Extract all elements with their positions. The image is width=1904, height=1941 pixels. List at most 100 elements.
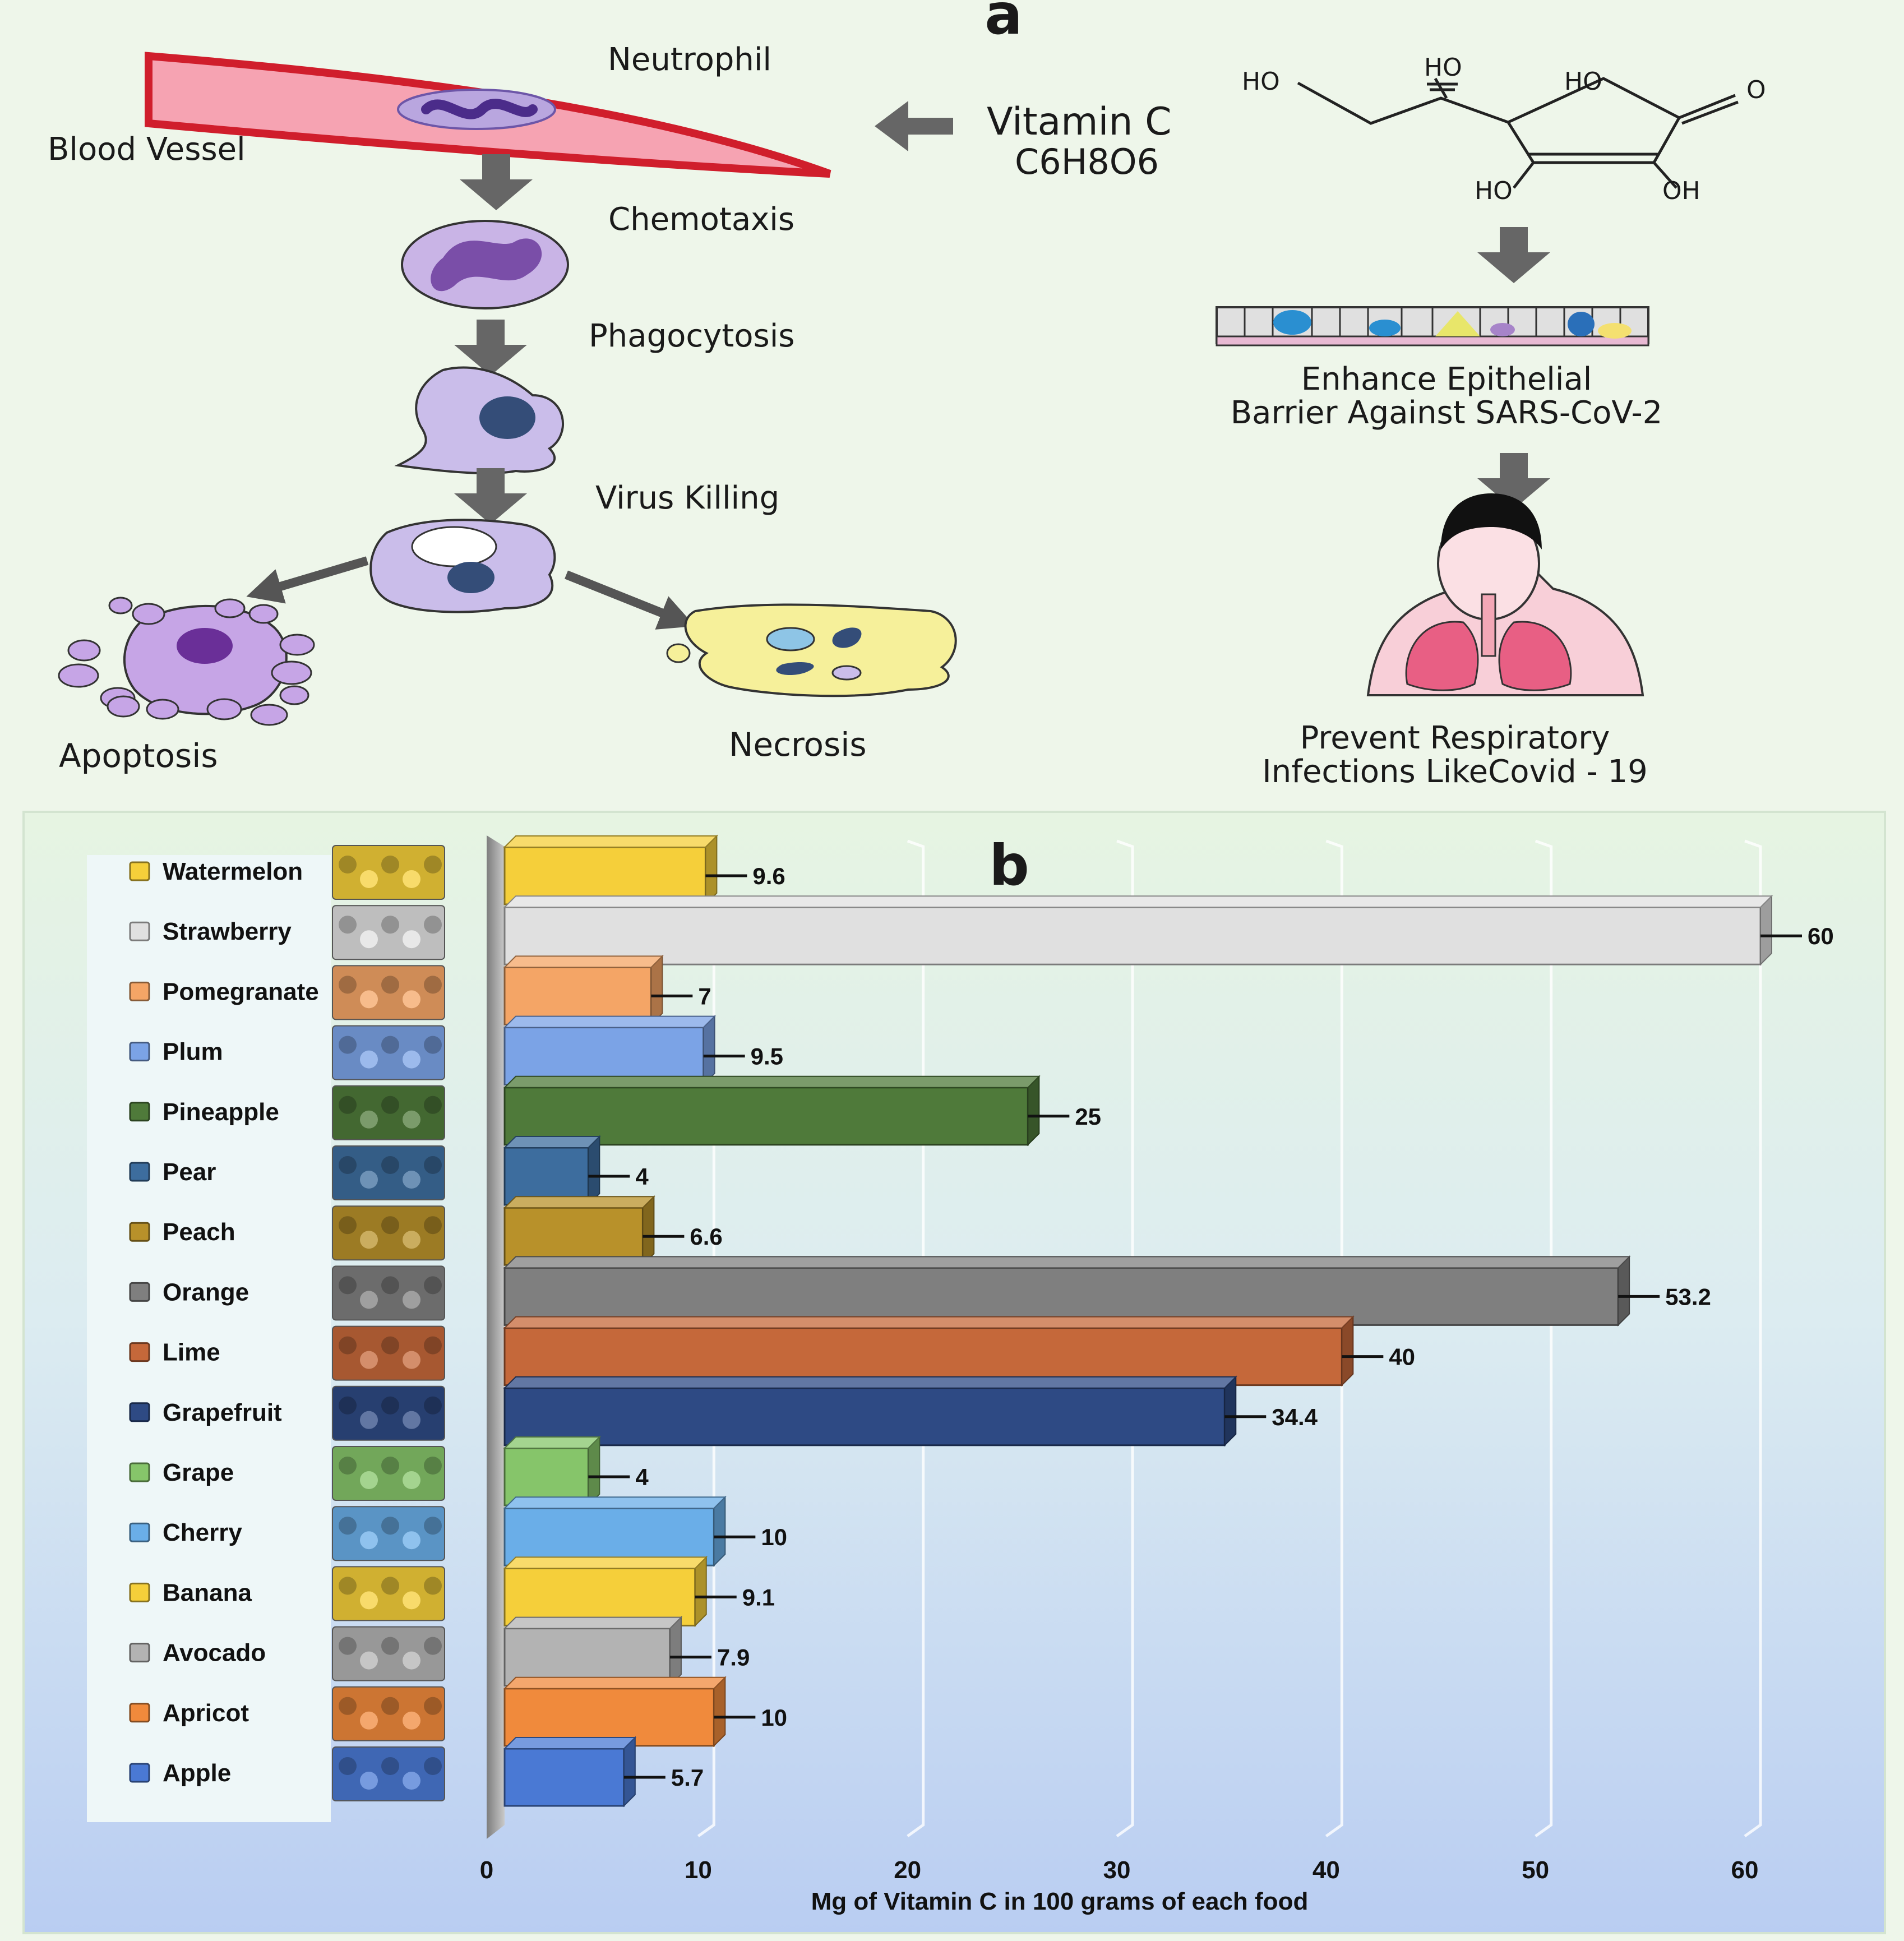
chart-legend: WatermelonStrawberryPomegranatePlumPinea… bbox=[129, 845, 445, 1801]
fruit-photo-detail bbox=[381, 1637, 399, 1655]
fruit-photo-detail bbox=[339, 1336, 357, 1355]
bar-orange: 53.2 bbox=[503, 1255, 1711, 1327]
bar-top bbox=[503, 1616, 683, 1629]
bar-value-label: 34.4 bbox=[1272, 1404, 1318, 1430]
legend-swatch bbox=[129, 1643, 150, 1663]
legend-swatch bbox=[129, 1162, 150, 1182]
fruit-photo-detail bbox=[339, 1697, 357, 1715]
fruit-photo-detail bbox=[381, 1577, 399, 1595]
fruit-photo-detail bbox=[339, 1637, 357, 1655]
bar-peach: 6.6 bbox=[503, 1195, 723, 1267]
bar-top bbox=[503, 1136, 601, 1148]
legend-item-orange: Orange bbox=[129, 1265, 445, 1321]
fruit-photo-detail bbox=[339, 976, 357, 994]
legend-swatch bbox=[129, 1582, 150, 1602]
fruit-photo-detail bbox=[381, 1396, 399, 1415]
legend-label: Pear bbox=[163, 1158, 216, 1186]
panel-a-label: a bbox=[985, 0, 1022, 47]
fruit-photo-detail bbox=[360, 1531, 378, 1550]
fruit-photo-detail bbox=[424, 1036, 442, 1054]
fruit-photo-detail bbox=[360, 1711, 378, 1730]
fruit-photo-detail bbox=[381, 1457, 399, 1475]
bar-apple: 5.7 bbox=[503, 1736, 704, 1808]
bar-top bbox=[503, 1256, 1631, 1269]
necrosis-cell bbox=[666, 603, 957, 697]
legend-item-pomegranate: Pomegranate bbox=[129, 965, 445, 1020]
legend-panel bbox=[87, 855, 331, 1822]
x-tick-label: 40 bbox=[1313, 1856, 1340, 1884]
bar-top bbox=[503, 1015, 717, 1028]
bar-value-label: 7 bbox=[698, 983, 711, 1009]
gridline bbox=[1535, 839, 1553, 1838]
panel-a: a Neutrophil Blood Vessel Chemotaxis Pha… bbox=[0, 0, 1904, 802]
fruit-photo-detail bbox=[381, 856, 399, 874]
fruit-photo-detail bbox=[424, 1096, 442, 1114]
legend-swatch bbox=[129, 981, 150, 1001]
x-axis-label: Mg of Vitamin C in 100 grams of each foo… bbox=[811, 1888, 1309, 1915]
bar-front bbox=[503, 1748, 625, 1807]
svg-text:O: O bbox=[1746, 76, 1766, 104]
fruit-photo-detail bbox=[424, 1757, 442, 1775]
bar-top bbox=[503, 1676, 727, 1689]
legend-label: Strawberry bbox=[163, 918, 292, 945]
fruit-photo-detail bbox=[381, 1517, 399, 1535]
legend-label: Banana bbox=[163, 1579, 252, 1606]
bar-value-label: 25 bbox=[1075, 1103, 1101, 1130]
svg-text:HO: HO bbox=[1424, 53, 1462, 82]
legend-item-apricot: Apricot bbox=[129, 1686, 445, 1741]
virus-killing-cell bbox=[369, 519, 556, 613]
epithelial-barrier-illustration bbox=[1216, 306, 1649, 346]
bar-front bbox=[503, 1447, 589, 1506]
legend-label: Grape bbox=[163, 1459, 234, 1486]
x-tick-label: 0 bbox=[480, 1856, 493, 1884]
fruit-photo-detail bbox=[339, 916, 357, 934]
legend-label: Grapefruit bbox=[163, 1399, 282, 1426]
bar-cherry: 10 bbox=[503, 1495, 787, 1567]
legend-swatch bbox=[129, 1222, 150, 1242]
legend-swatch bbox=[129, 1342, 150, 1362]
bar-value-label: 9.6 bbox=[752, 863, 785, 889]
fruit-photo-detail bbox=[381, 1216, 399, 1235]
arrow-down-1 bbox=[460, 154, 533, 210]
fruit-photo-detail bbox=[403, 870, 420, 888]
fruit-photo-detail bbox=[339, 1757, 357, 1775]
legend-label: Plum bbox=[163, 1038, 223, 1066]
legend-swatch bbox=[129, 1042, 150, 1062]
blood-vessel-label: Blood Vessel bbox=[48, 131, 246, 168]
fruit-photo-detail bbox=[424, 1396, 442, 1415]
x-tick-label: 60 bbox=[1731, 1856, 1759, 1884]
bar-value-label: 5.7 bbox=[671, 1764, 704, 1791]
fruit-photo-detail bbox=[339, 1036, 357, 1054]
bar-value-label: 4 bbox=[635, 1163, 649, 1190]
vitamin-c-formula: C6H8O6 bbox=[1015, 141, 1159, 182]
bar-value-label: 10 bbox=[761, 1704, 787, 1731]
legend-swatch bbox=[129, 921, 150, 941]
legend-swatch bbox=[129, 1703, 150, 1723]
bar-value-label: 60 bbox=[1808, 923, 1834, 949]
bar-value-label: 40 bbox=[1389, 1344, 1415, 1370]
fruit-photo-detail bbox=[424, 1156, 442, 1174]
bar-top bbox=[503, 1737, 637, 1749]
vitamin-c-label: Vitamin C bbox=[987, 100, 1172, 144]
fruit-photo-detail bbox=[360, 1591, 378, 1610]
fruit-photo-detail bbox=[360, 1772, 378, 1790]
bar-grapefruit: 34.4 bbox=[503, 1375, 1318, 1447]
legend-item-banana: Banana bbox=[129, 1566, 445, 1621]
bar-top bbox=[503, 835, 718, 848]
legend-item-watermelon: Watermelon bbox=[129, 845, 445, 900]
svg-text:HO: HO bbox=[1564, 67, 1602, 96]
legend-item-grapefruit: Grapefruit bbox=[129, 1385, 445, 1441]
phagocytosis-label: Phagocytosis bbox=[589, 318, 794, 354]
fruit-photo-detail bbox=[360, 990, 378, 1009]
fruit-photo-detail bbox=[360, 1171, 378, 1189]
epithelial-line-1: Enhance Epithelial bbox=[1301, 361, 1592, 398]
legend-label: Orange bbox=[163, 1278, 249, 1306]
legend-item-grape: Grape bbox=[129, 1446, 445, 1501]
fruit-photo-detail bbox=[403, 1171, 420, 1189]
legend-item-lime: Lime bbox=[129, 1325, 445, 1381]
bar-avocado: 7.9 bbox=[503, 1616, 750, 1688]
bar-top bbox=[503, 1496, 727, 1509]
bar-top bbox=[503, 1196, 655, 1209]
fruit-photo-detail bbox=[424, 1216, 442, 1235]
fruit-photo-detail bbox=[381, 976, 399, 994]
